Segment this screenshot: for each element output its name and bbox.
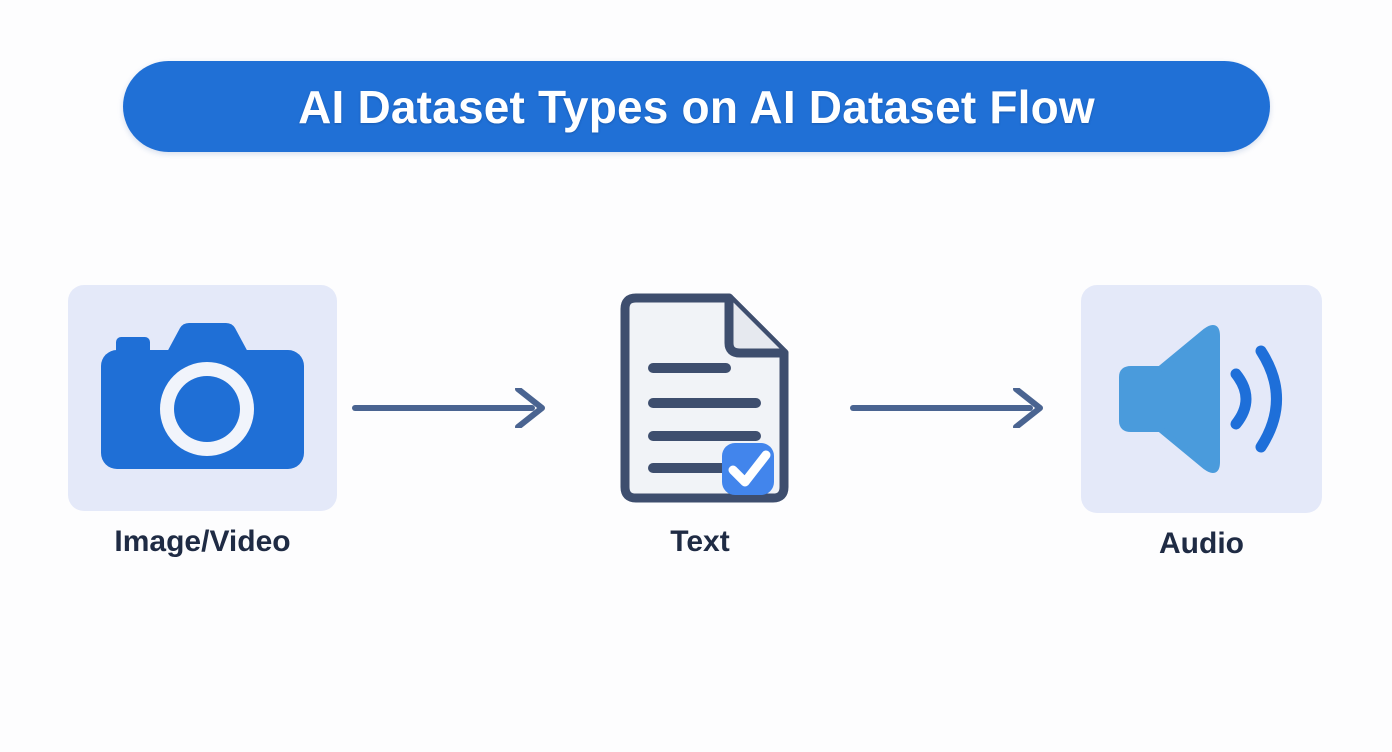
page-title-banner: AI Dataset Types on AI Dataset Flow — [123, 61, 1270, 152]
page-title: AI Dataset Types on AI Dataset Flow — [298, 80, 1095, 133]
flow-node-label-text: Text — [670, 525, 730, 558]
speaker-waves-icon — [1118, 325, 1282, 473]
flow-node-label-image-video: Image/Video — [114, 525, 291, 558]
flow-node-label-audio: Audio — [1159, 527, 1244, 560]
dataset-flow-diagram: Image/Video Text — [0, 270, 1392, 590]
audio-icon-card — [1081, 285, 1322, 513]
image-video-icon-card — [68, 285, 337, 511]
document-check-icon — [620, 293, 789, 503]
flow-arrow-text-to-audio — [850, 388, 1043, 428]
flow-arrow-image-to-text — [352, 388, 545, 428]
camera-icon — [101, 323, 304, 469]
flow-node-image-video[interactable]: Image/Video — [68, 285, 337, 557]
text-icon-card — [562, 285, 838, 511]
flow-node-audio[interactable]: Audio — [1081, 285, 1322, 559]
flow-node-text[interactable]: Text — [562, 285, 838, 557]
